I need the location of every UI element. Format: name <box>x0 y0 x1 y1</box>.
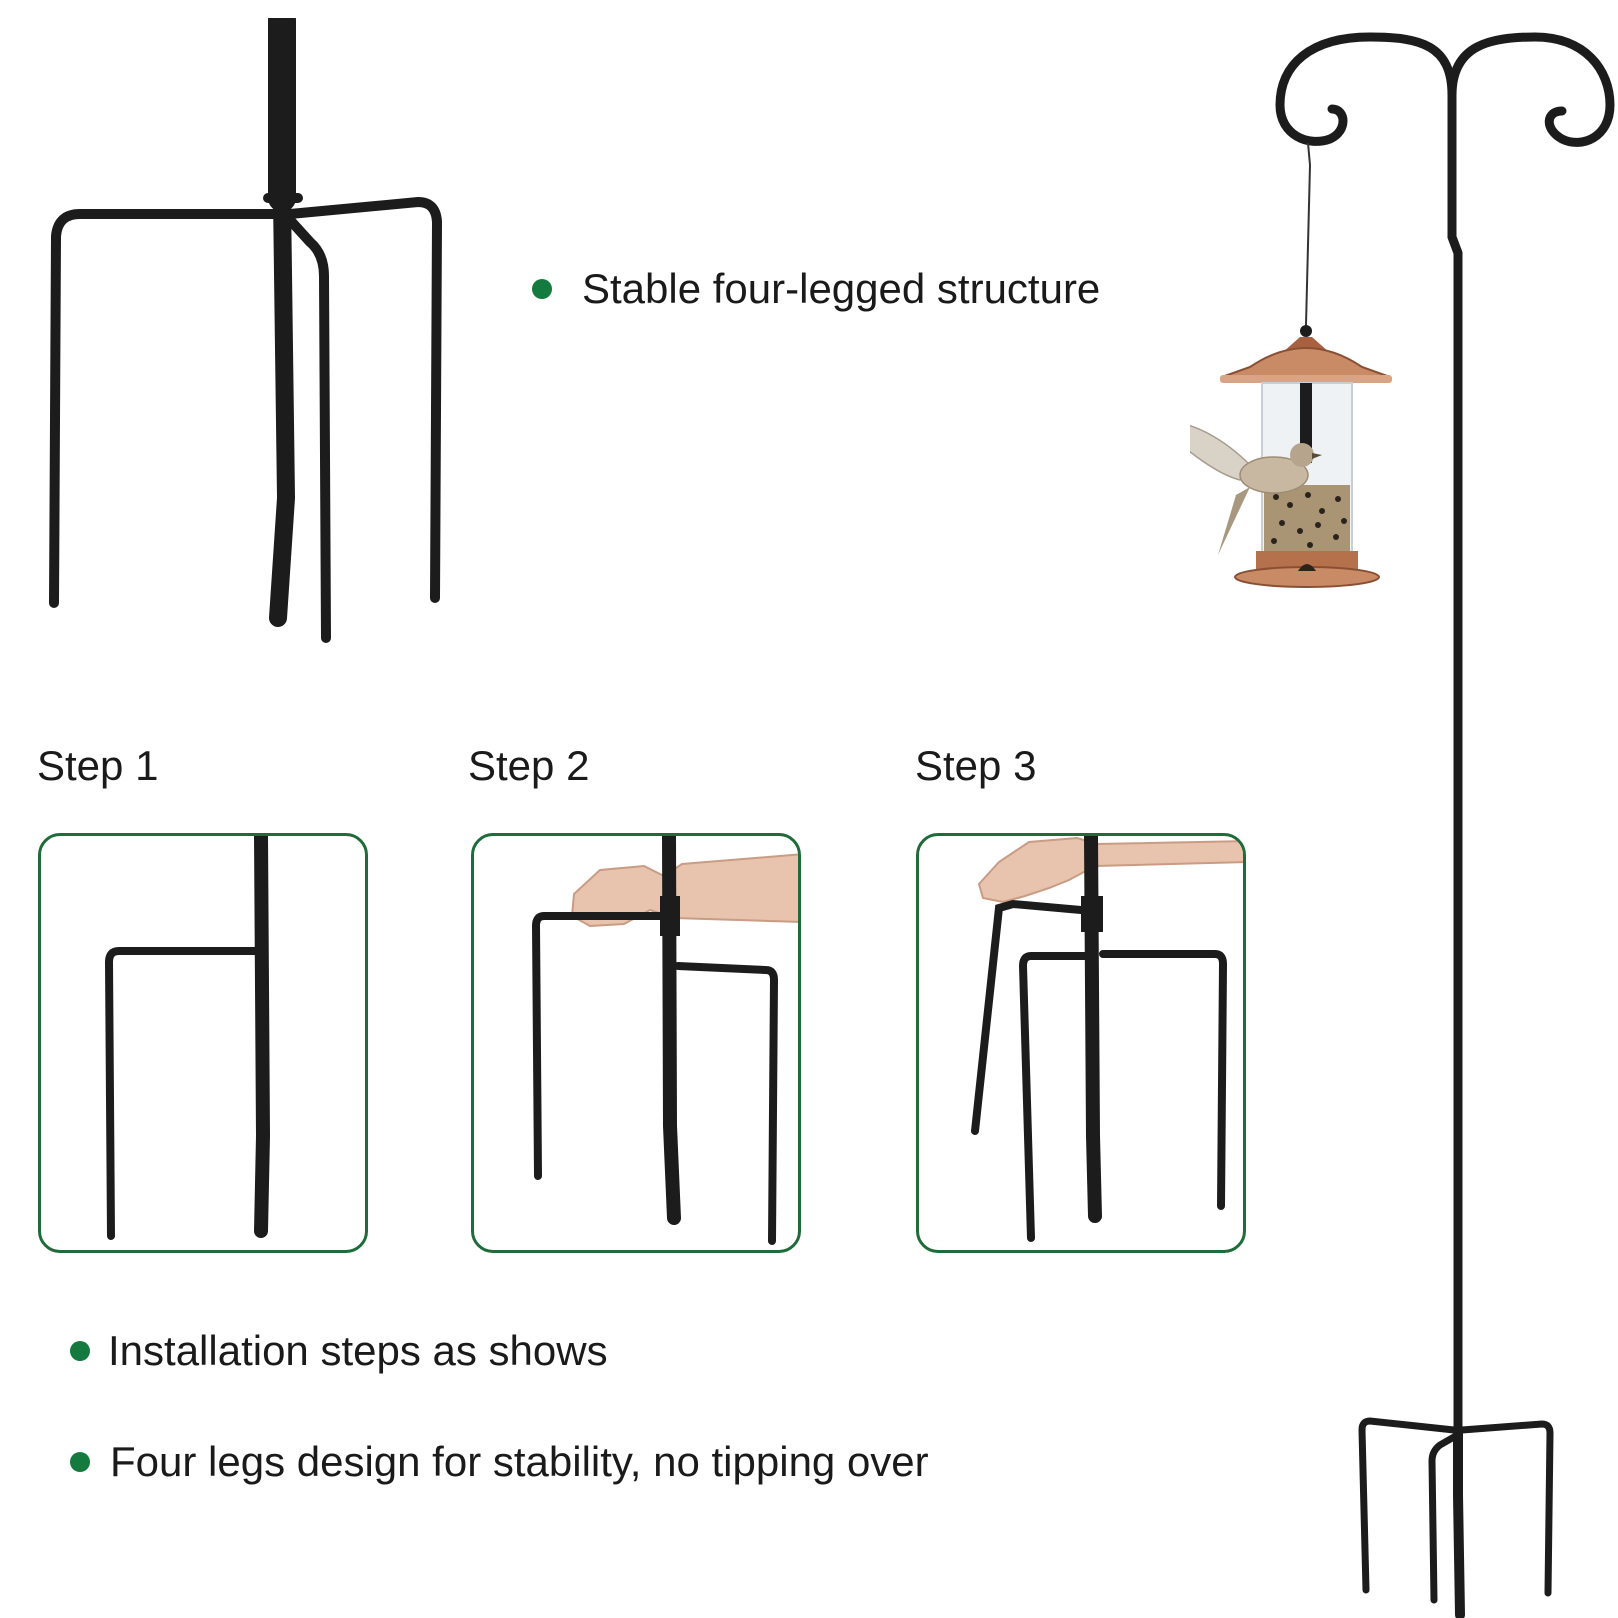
step-1-card <box>38 833 368 1253</box>
green-dot-icon <box>532 279 552 299</box>
green-dot-icon <box>70 1341 90 1361</box>
bird <box>1190 425 1322 555</box>
feature-text: Stable four-legged structure <box>582 265 1101 312</box>
step-3-illustration <box>971 836 1243 1242</box>
feature-installation-steps: Installation steps as shows <box>70 1330 608 1372</box>
step-3-card <box>916 833 1246 1253</box>
green-dot-icon <box>70 1452 90 1472</box>
step-3-title: Step 3 <box>915 742 1037 789</box>
step-1-title: Step 1 <box>37 742 159 789</box>
feature-stable-structure: Stable four-legged structure <box>532 268 1100 310</box>
step-1-illustration <box>104 836 271 1240</box>
feature-text: Four legs design for stability, no tippi… <box>110 1438 929 1485</box>
step-2-illustration <box>531 836 798 1245</box>
feature-four-legs: Four legs design for stability, no tippi… <box>70 1441 929 1483</box>
four-leg-base-illustration <box>49 18 443 643</box>
feature-text: Installation steps as shows <box>108 1327 608 1374</box>
step-2-title: Step 2 <box>468 742 590 789</box>
step-2-card <box>471 833 801 1253</box>
shepherd-hook-illustration <box>1190 32 1615 1618</box>
